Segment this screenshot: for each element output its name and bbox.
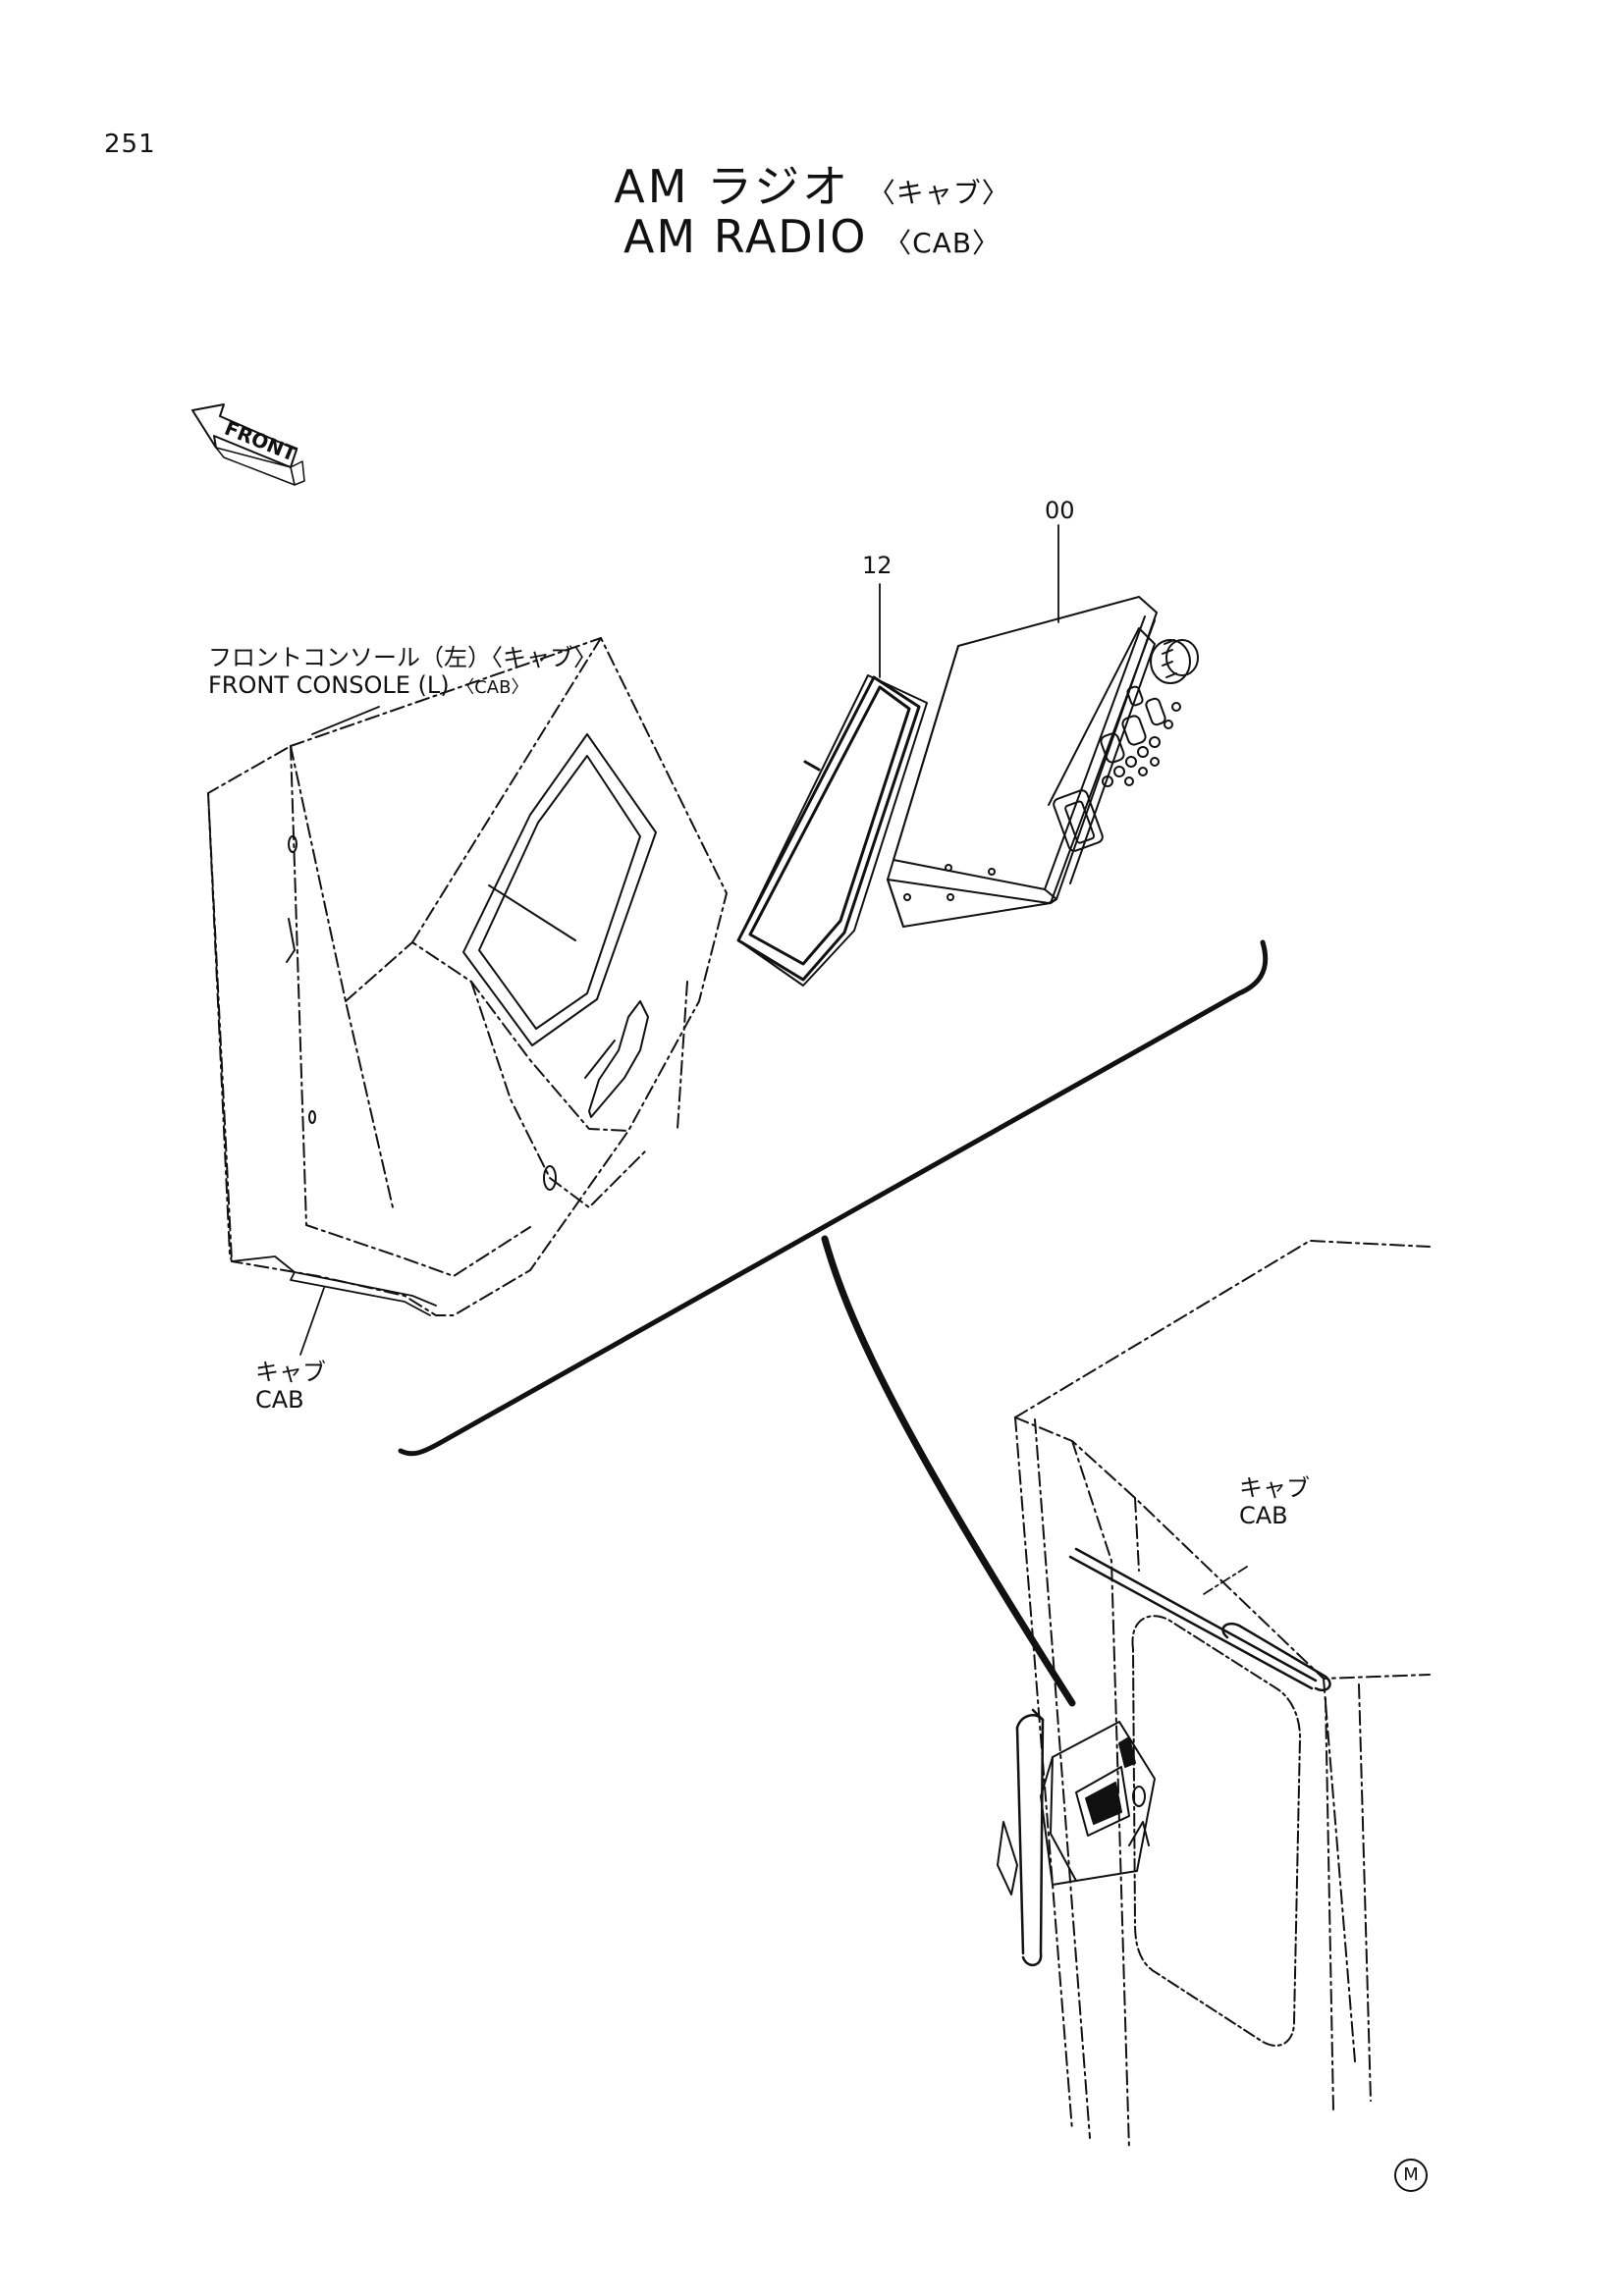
cab-illustration <box>1014 1240 1431 2151</box>
page-number: 251 <box>104 130 156 159</box>
front-console-label-en-sub: 〈CAB〉 <box>457 677 529 698</box>
circled-m-mark: M <box>1394 2159 1428 2192</box>
cab-label-right-en: CAB <box>1239 1502 1288 1529</box>
part-number-radio: 00 <box>1045 497 1075 524</box>
cab-left-leader <box>299 1287 325 1356</box>
front-arrow-icon: FRONT <box>191 403 305 486</box>
cab-door-window <box>1131 1615 1301 2047</box>
title-ja-sub: 〈キャブ〉 <box>867 177 1010 209</box>
title-ja-main: AM ラジオ <box>614 160 851 213</box>
cab-label-right: キャブ CAB <box>1239 1474 1310 1529</box>
am-radio-illustration <box>887 596 1199 928</box>
cab-label-left-ja: キャブ <box>255 1359 326 1386</box>
cab-right-leader <box>1203 1566 1248 1595</box>
front-arrow-label: FRONT <box>221 416 299 466</box>
radio-frame-illustration <box>736 674 928 987</box>
part-number-frame: 12 <box>862 552 893 579</box>
cab-label-left: キャブ CAB <box>255 1359 326 1414</box>
console-side-handle <box>286 835 649 1191</box>
cab-label-right-ja: キャブ <box>1239 1474 1310 1502</box>
title-en-sub: 〈CAB〉 <box>884 227 1001 259</box>
detail-bracket <box>398 939 1269 1707</box>
front-console-label-ja: フロントコンソール（左）〈キャブ〉 <box>208 644 597 671</box>
cab-console-unit <box>997 1721 1156 1896</box>
front-console-label-en-main: FRONT CONSOLE (L) <box>208 671 458 699</box>
console-base-plate <box>231 1255 437 1316</box>
cab-label-left-en: CAB <box>255 1386 304 1414</box>
title-en-main: AM RADIO <box>623 210 868 263</box>
front-console-label-en: FRONT CONSOLE (L) 〈CAB〉 <box>208 671 597 702</box>
front-console-leader <box>311 706 380 735</box>
title-japanese: AM ラジオ 〈キャブ〉 <box>0 151 1624 216</box>
front-console-label: フロントコンソール（左）〈キャブ〉 FRONT CONSOLE (L) 〈CAB… <box>208 644 597 702</box>
cab-handles <box>1015 1547 1331 1966</box>
title-english: AM RADIO 〈CAB〉 <box>0 210 1624 263</box>
front-console-illustration <box>207 637 728 1316</box>
console-display-window <box>462 733 657 1046</box>
